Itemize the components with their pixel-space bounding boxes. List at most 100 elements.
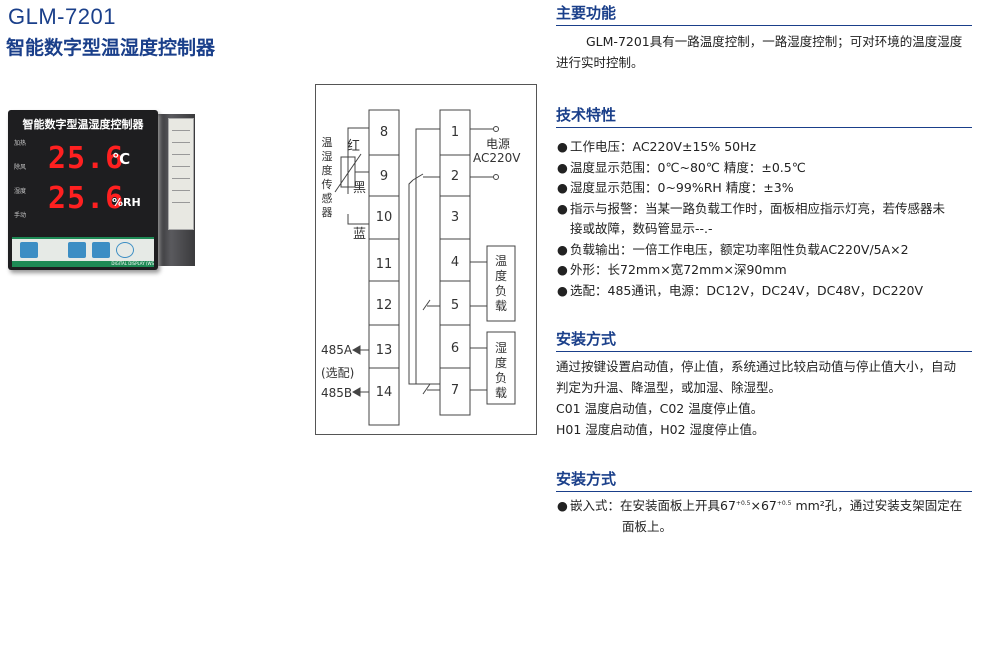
functions-text: GLM-7201具有一路温度控制，一路湿度控制；可对环境的温度湿度 进行实时控制… [556, 31, 976, 73]
device-footer: DIGITAL DISPLAY (WS [12, 261, 154, 267]
terminal-2: 2 [451, 169, 459, 184]
wire-black-label: 黑 [353, 181, 366, 196]
indicator-label: 加热 [14, 140, 27, 147]
setup-line: 判定为升温、降温型，或加湿、除湿型。 [556, 380, 782, 395]
device-title: 智能数字型温湿度控制器 [22, 118, 144, 131]
functions-line: GLM-7201具有一路温度控制，一路湿度控制；可对环境的温度湿度 [586, 34, 963, 49]
spec-item: ●外形：长72mm×宽72mm×深90mm [557, 262, 787, 277]
terminal-14: 14 [376, 385, 393, 400]
setup-text: 通过按键设置启动值，停止值，系统通过比较启动值与停止值大小，自动 判定为升温、降… [556, 356, 976, 440]
spec-text: 工作电压：AC220V±15% 50Hz [570, 139, 757, 154]
humidity-unit: %RH [112, 196, 141, 209]
temperature-display: 25.6 [48, 141, 125, 176]
spec-text: 指示与报警：当某一路负载工作时，面板相应指示灯亮，若传感器未 [570, 200, 946, 216]
spec-text: 负载输出：一倍工作电压，额定功率阻性负载AC220V/5A×2 [570, 241, 909, 257]
mounting-text: 嵌入式：在安装面板上开具67 [570, 498, 736, 513]
setup-title: 安装方式 [556, 330, 617, 348]
left-terminal-block [368, 109, 400, 426]
manual-key: MANUAL [20, 242, 41, 269]
device-front-panel: 智能数字型温湿度控制器 加热 除风 湿度 手动 25.6 ℃ 25.6 %RH … [8, 110, 158, 270]
wire-red-label: 红 [347, 138, 360, 154]
spec-text: 外形：长72mm×宽72mm×深90mm [570, 262, 787, 277]
spec-text: 选配：485通讯，电源：DC12V，DC24V，DC48V，DC220V [570, 282, 924, 298]
sensor-label-char: 度 [322, 163, 333, 177]
spec-text: 接或故障，数码管显示--.- [570, 221, 713, 236]
power-voltage: AC220V [473, 151, 521, 165]
setup-line: 通过按键设置启动值，停止值，系统通过比较启动值与停止值大小，自动 [556, 359, 957, 374]
rs485-optional-label: (选配) [321, 366, 354, 380]
sensor-label-char: 器 [322, 206, 333, 219]
wire-blue-label: 蓝 [353, 227, 366, 242]
spec-item: ●温度显示范围：0℃~80℃ 精度：±0.5℃ [557, 159, 806, 175]
wiring-diagram: 8 9 10 11 12 13 14 1 2 3 4 5 6 7 温 湿 度 传… [315, 84, 537, 435]
terminal-8: 8 [380, 125, 388, 140]
diagram-frame [315, 84, 537, 435]
temp-load-char: 负 [495, 284, 507, 298]
humidity-display: 25.6 [48, 181, 125, 216]
set-key: SET [116, 242, 134, 268]
temp-load-char: 载 [495, 299, 507, 313]
terminal-6: 6 [451, 341, 459, 356]
device-side-label [168, 118, 194, 230]
sensor-label-char: 感 [322, 192, 333, 205]
spec-item: ●负载输出：一倍工作电压，额定功率阻性负载AC220V/5A×2 [557, 241, 909, 257]
mounting-text: 面板上。 [622, 518, 673, 534]
specs-rule [556, 127, 972, 128]
device-keypad: MANUAL DOWN UP SET [12, 237, 154, 269]
power-wiring [408, 126, 499, 385]
sensor-label-char: 温 [322, 136, 333, 149]
humid-load-char: 度 [495, 355, 507, 370]
down-key: DOWN [68, 242, 86, 269]
terminal-5: 5 [451, 298, 459, 313]
mounting-list: ●嵌入式：在安装面板上开具67+0.5×67+0.5 mm²孔，通过安装支架固定… [556, 496, 976, 537]
device-indicators: 加热 除风 湿度 手动 [14, 138, 44, 228]
spec-item: ●工作电压：AC220V±15% 50Hz [557, 139, 757, 154]
terminal-12: 12 [376, 298, 393, 313]
temperature-unit: ℃ [112, 150, 131, 168]
sensor-label-char: 湿 [322, 150, 333, 163]
mounting-text: ×67 [750, 498, 777, 513]
rs485-a-label: 485A [321, 343, 353, 357]
product-subtitle: 智能数字型温湿度控制器 [6, 37, 216, 59]
terminal-1: 1 [451, 125, 459, 140]
functions-line: 进行实时控制。 [556, 55, 644, 70]
load-wiring [422, 245, 516, 405]
terminal-10: 10 [376, 210, 393, 225]
spec-text: 温度显示范围：0℃~80℃ 精度：±0.5℃ [570, 159, 806, 175]
sensor-label-char: 传 [322, 178, 333, 191]
up-key: UP [92, 242, 110, 269]
setup-line: H01 湿度启动值，H02 湿度停止值。 [556, 422, 765, 437]
tolerance: +0.5 [776, 500, 792, 507]
mounting-rule [556, 491, 972, 492]
product-model: GLM-7201 [8, 4, 116, 29]
terminal-4: 4 [451, 255, 459, 270]
humid-load-char: 载 [495, 386, 507, 400]
temp-load-char: 温 [495, 254, 507, 268]
terminal-9: 9 [380, 169, 388, 184]
rs485-b-label: 485B [321, 386, 352, 400]
setup-rule [556, 351, 972, 352]
sensor-wiring [334, 127, 369, 225]
indicator-label: 湿度 [14, 188, 27, 195]
spec-item: ●湿度显示范围：0~99%RH 精度：±3% [557, 180, 794, 195]
spec-item: ●指示与报警：当某一路负载工作时，面板相应指示灯亮，若传感器未 [557, 200, 946, 216]
spec-item-continued: 接或故障，数码管显示--.- [556, 219, 976, 240]
terminal-13: 13 [376, 343, 393, 358]
indicator-label: 除风 [14, 164, 27, 171]
temp-load-char: 度 [495, 268, 507, 283]
specs-list: ●工作电压：AC220V±15% 50Hz ●温度显示范围：0℃~80℃ 精度：… [556, 137, 976, 301]
tolerance: +0.5 [735, 500, 751, 507]
specs-title: 技术特性 [556, 106, 617, 124]
functions-title: 主要功能 [556, 4, 617, 22]
humid-load-char: 负 [495, 371, 507, 385]
setup-line: C01 温度启动值，C02 温度停止值。 [556, 401, 764, 416]
mounting-title: 安装方式 [556, 470, 617, 488]
terminal-7: 7 [451, 383, 459, 398]
mounting-item: ●嵌入式：在安装面板上开具67+0.5×67+0.5 mm²孔，通过安装支架固定… [557, 498, 963, 513]
terminal-3: 3 [451, 210, 459, 225]
spec-text: 湿度显示范围：0~99%RH 精度：±3% [570, 180, 794, 195]
terminal-11: 11 [376, 257, 393, 272]
mounting-item-continued: 面板上。 [556, 517, 976, 538]
functions-rule [556, 25, 972, 26]
indicator-label: 手动 [14, 212, 27, 219]
